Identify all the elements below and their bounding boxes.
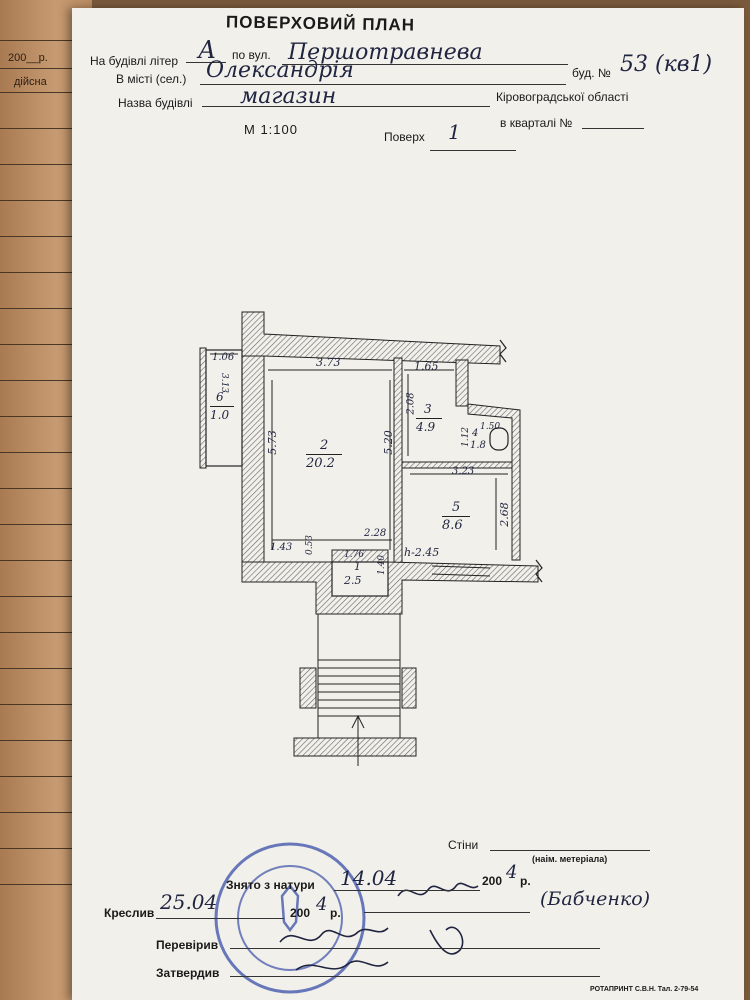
drawn-year-prefix: 200 <box>290 906 311 920</box>
dim-1-40: 1.40 <box>377 554 388 576</box>
approved-signature <box>295 926 464 971</box>
scale: М 1:100 <box>244 122 298 137</box>
dim-height: h-2.45 <box>404 546 440 559</box>
survey-year-digit: 4 <box>506 862 518 883</box>
entrance-stairs <box>293 614 417 766</box>
drawn-year-suffix: р. <box>330 906 341 920</box>
dim-1-50: 1.50 <box>480 422 501 432</box>
drawn-label: Креслив <box>104 906 155 920</box>
floor-value: 1 <box>448 120 461 144</box>
year-blank: 200__р. <box>8 52 48 64</box>
dim-2-28: 2.28 <box>364 528 387 539</box>
room-2-number: 2 <box>320 438 329 453</box>
letter-value: А <box>198 36 217 64</box>
room-1-area: 2.5 <box>344 574 362 587</box>
letter-label: На будівлі літер <box>90 54 179 68</box>
survey-year-prefix: 200 <box>482 874 503 888</box>
dim-3-73: 3.73 <box>316 356 341 369</box>
building-label: Назва будівлі <box>118 96 193 110</box>
street-value: Першотравнева <box>288 40 483 65</box>
region-label: Кіровоградської області <box>496 90 629 104</box>
dim-1-43: 1.43 <box>270 542 293 553</box>
floor-plan-sheet <box>72 8 744 1000</box>
street-label: по вул. <box>232 48 271 62</box>
dim-1-12: 1.12 <box>461 426 472 448</box>
dim-3-13: 3.13 <box>219 372 230 394</box>
valid-label: дійсна <box>14 76 47 88</box>
toilet-icon <box>489 427 509 451</box>
number-value: 53 (кв1) <box>620 52 713 77</box>
room-4-area: 1.8 <box>470 440 486 451</box>
printer-mark: РОТАПРИНТ С.В.Н. Тал. 2-79-54 <box>590 986 699 993</box>
checked-label: Перевірив <box>156 938 219 952</box>
room-6-number: 6 <box>216 390 224 404</box>
building-value: магазин <box>240 84 337 109</box>
city-value: Олександрія <box>206 58 354 83</box>
wall-room6 <box>199 347 207 469</box>
walls-label: Стіни <box>448 838 479 852</box>
floor-label: Поверх <box>384 130 425 144</box>
dim-3-23: 3.23 <box>452 466 475 477</box>
wall-partition-2-3 <box>393 357 403 567</box>
dim-1-76: 1.76 <box>344 550 365 560</box>
room-3-area: 4.9 <box>416 420 436 434</box>
dim-1-06: 1.06 <box>212 352 235 363</box>
room-2-area: 20.2 <box>306 456 335 471</box>
drawn-date: 25.04 <box>160 890 218 914</box>
city-label: В місті (сел.) <box>116 72 187 86</box>
dim-2-08: 2.08 <box>405 392 417 415</box>
dim-0-53: 0.53 <box>305 534 316 556</box>
quarter-label: в кварталі № <box>500 116 573 130</box>
approved-label: Затвердив <box>156 966 220 980</box>
number-label: буд. № <box>572 66 611 80</box>
wall-partition-3-4 <box>455 359 469 407</box>
checked-signature <box>279 927 389 943</box>
survey-label: Знято з натури <box>226 878 315 892</box>
wall-right <box>467 403 521 561</box>
wall-bottom <box>241 549 539 615</box>
room-1-outline <box>331 561 389 597</box>
wall-partition-3-5 <box>401 461 513 469</box>
dim-1-65: 1.65 <box>414 360 439 373</box>
wall-top <box>241 311 501 365</box>
survey-date: 14.04 <box>340 866 398 890</box>
dim-5-20: 5.20 <box>381 430 395 455</box>
walls-caption: (наім. метеріала) <box>532 854 608 864</box>
room-6-area: 1.0 <box>210 408 230 422</box>
drawn-signature <box>397 882 479 897</box>
room-5-number: 5 <box>452 500 461 515</box>
dim-2-68: 2.68 <box>497 502 511 527</box>
room-3-number: 3 <box>424 402 432 416</box>
room-5-area: 8.6 <box>442 518 463 533</box>
drawn-name: (Бабченко) <box>540 888 651 910</box>
room-1-number: 1 <box>354 560 361 573</box>
drawn-year-digit: 4 <box>316 894 328 915</box>
dim-5-73: 5.73 <box>265 430 279 455</box>
room-4-number: 4 <box>472 428 479 439</box>
survey-year-suffix: р. <box>520 874 531 888</box>
